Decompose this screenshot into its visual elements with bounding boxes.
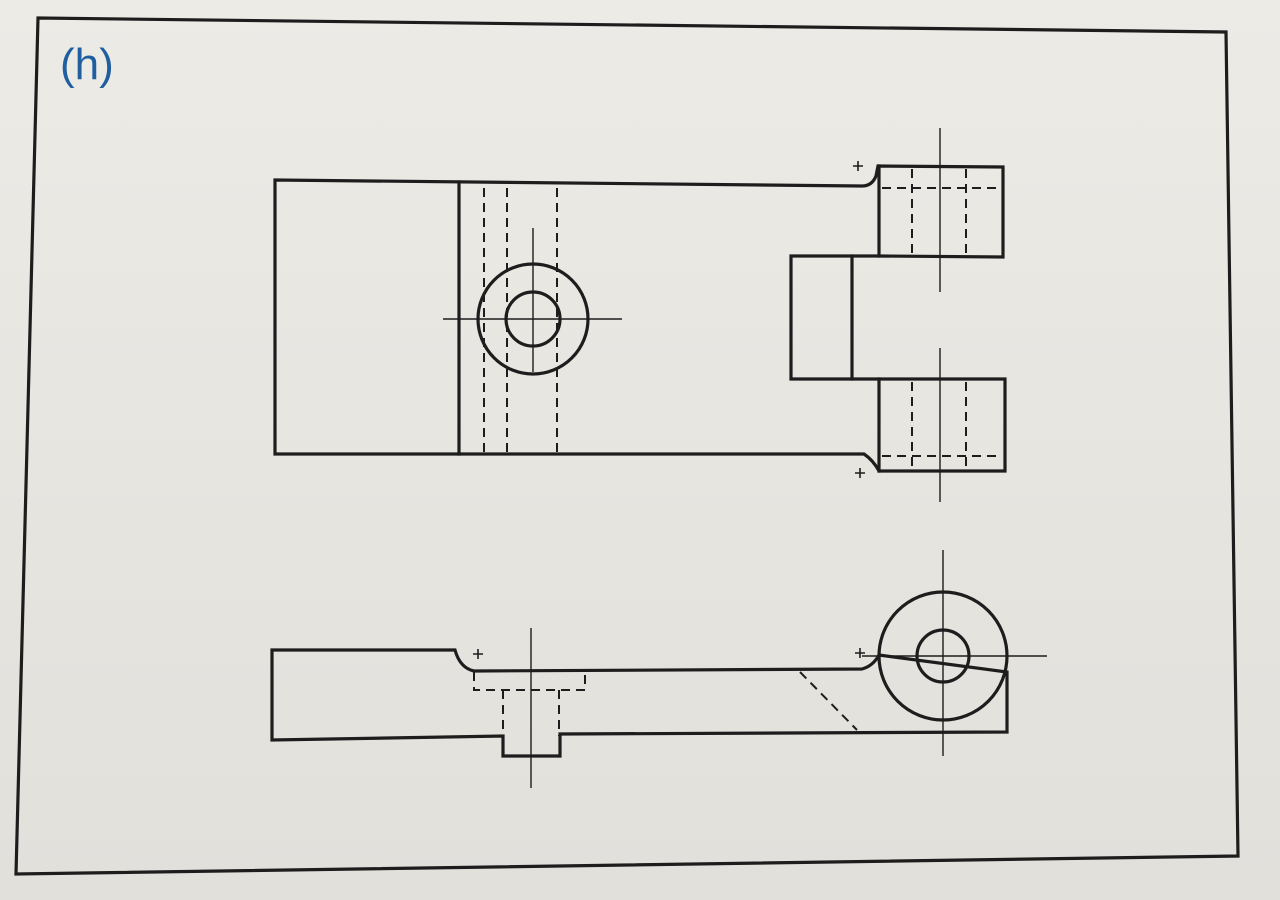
fillet-mark-top bbox=[853, 161, 863, 171]
slope-hidden-line bbox=[799, 671, 858, 731]
fillet-mark-bottom bbox=[855, 468, 865, 478]
front-fillet-mark-left bbox=[473, 649, 483, 659]
top-view bbox=[273, 128, 1007, 502]
counterbore-hidden-outline bbox=[473, 672, 586, 691]
front-view bbox=[270, 550, 1047, 788]
front-fillet-mark-right bbox=[855, 648, 865, 658]
figure-label: (h) bbox=[60, 40, 114, 89]
front-view-outline bbox=[270, 648, 1009, 758]
top-view-outline bbox=[273, 164, 1007, 473]
figure-frame bbox=[14, 16, 1240, 876]
